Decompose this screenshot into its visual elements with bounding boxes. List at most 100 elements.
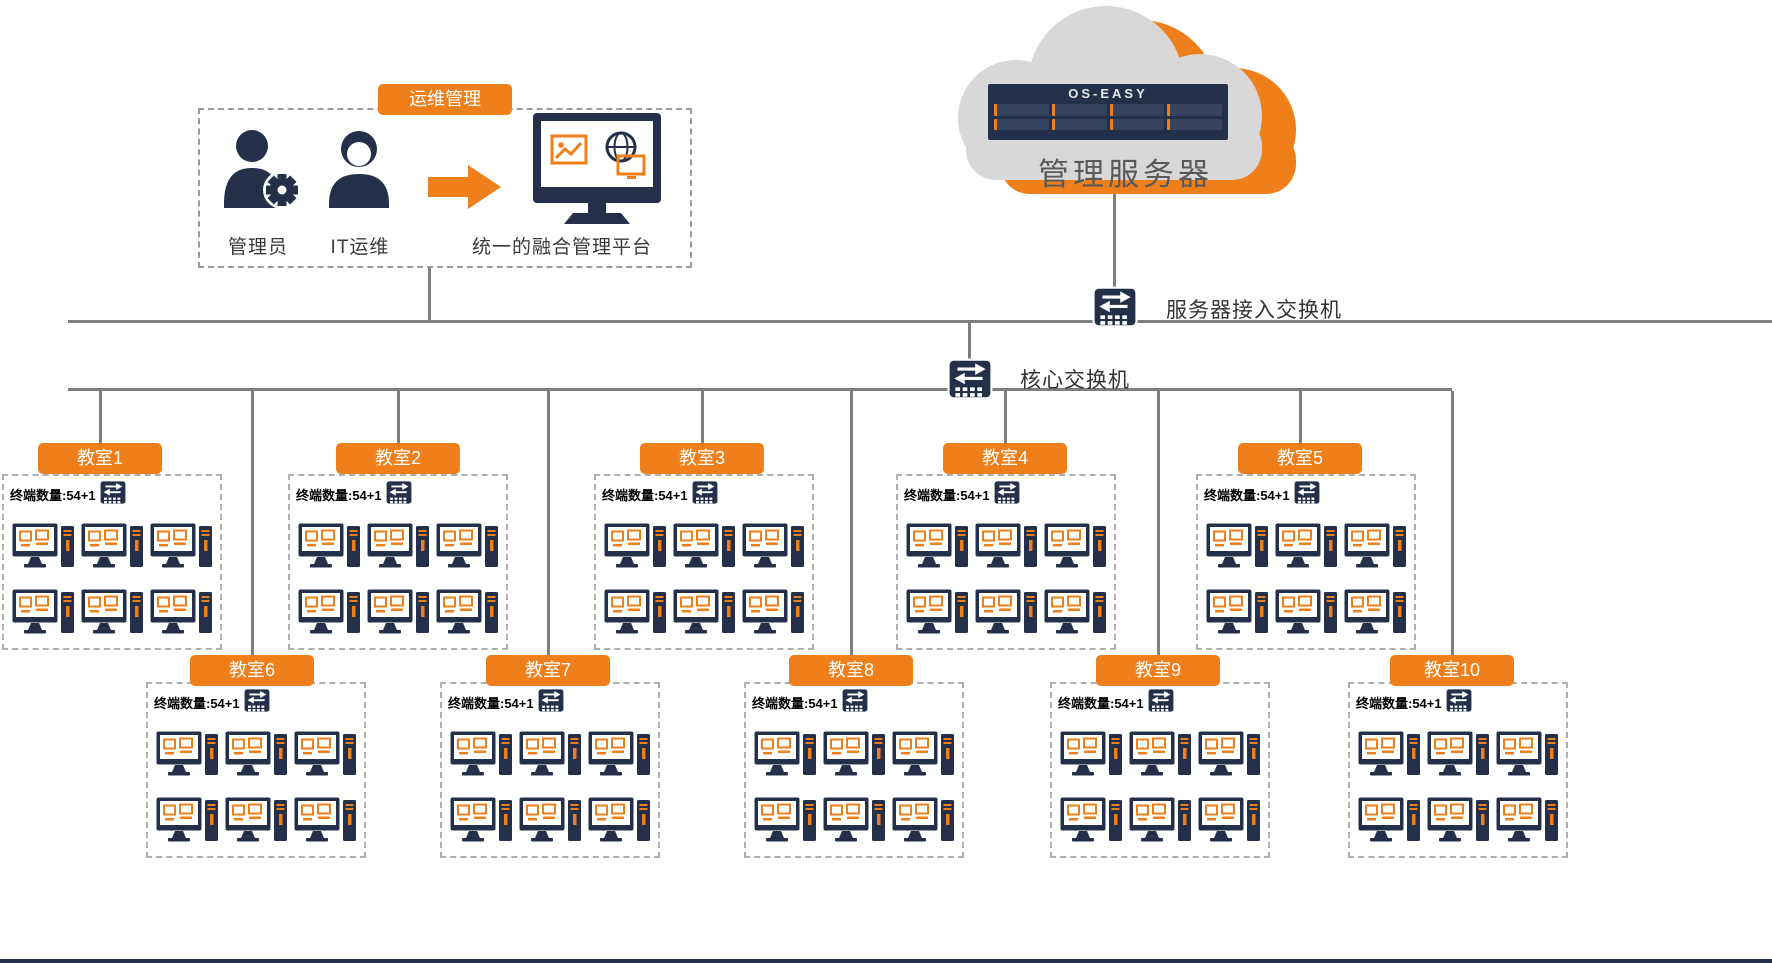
desktop-pc-icon bbox=[588, 730, 651, 782]
desktop-pc-icon bbox=[823, 796, 885, 848]
desktop-pc-glyph bbox=[754, 731, 816, 776]
desktop-pc-glyph bbox=[294, 797, 357, 842]
desktop-pc-glyph bbox=[298, 523, 360, 568]
desktop-pc-glyph bbox=[588, 731, 651, 776]
access-switch-label: 服务器接入交换机 bbox=[1166, 299, 1342, 322]
desktop-pc-glyph bbox=[892, 731, 955, 776]
classroom-box: 终端数量:54+1 bbox=[1050, 682, 1270, 858]
desktop-pc-icon bbox=[156, 796, 218, 848]
desktop-pc-glyph bbox=[1427, 731, 1489, 776]
desktop-pc-glyph bbox=[1344, 589, 1407, 634]
desktop-pc-icon bbox=[1129, 730, 1191, 782]
desktop-pc-icon bbox=[519, 730, 581, 782]
drive-bay bbox=[1167, 118, 1222, 130]
server-rack: OS-EASY bbox=[988, 84, 1228, 140]
desktop-pc-icon bbox=[450, 730, 512, 782]
terminal-count-label: 终端数量:54+1 bbox=[154, 696, 240, 711]
it-staff-icon bbox=[329, 131, 389, 208]
terminal-count-label: 终端数量:54+1 bbox=[602, 488, 688, 503]
core-link-line bbox=[968, 322, 971, 388]
pc-grid bbox=[446, 724, 654, 854]
desktop-pc-icon bbox=[1275, 588, 1337, 640]
classroom-link-line bbox=[1157, 391, 1160, 655]
desktop-pc-glyph bbox=[604, 589, 666, 634]
bottom-border bbox=[0, 959, 1772, 963]
desktop-pc-glyph bbox=[150, 523, 213, 568]
desktop-pc-glyph bbox=[906, 523, 968, 568]
drive-bay bbox=[1109, 118, 1165, 130]
desktop-pc-glyph bbox=[1060, 731, 1122, 776]
desktop-pc-icon bbox=[892, 796, 955, 848]
classroom-box: 终端数量:54+1 bbox=[2, 474, 222, 650]
pc-grid bbox=[1202, 516, 1410, 646]
admin-person-icon bbox=[224, 130, 301, 209]
desktop-pc-glyph bbox=[1496, 797, 1559, 842]
desktop-pc-icon bbox=[754, 796, 816, 848]
desktop-pc-glyph bbox=[1358, 797, 1420, 842]
desktop-pc-glyph bbox=[975, 589, 1037, 634]
desktop-pc-icon bbox=[1206, 588, 1268, 640]
classroom-switch-icon bbox=[993, 479, 1021, 506]
desktop-pc-glyph bbox=[225, 731, 287, 776]
desktop-pc-glyph bbox=[1198, 731, 1261, 776]
classroom-link-line bbox=[397, 391, 400, 443]
desktop-pc-glyph bbox=[1060, 797, 1122, 842]
bus-line-top bbox=[68, 320, 1772, 323]
desktop-pc-glyph bbox=[150, 589, 213, 634]
pc-grid bbox=[8, 516, 216, 646]
desktop-pc-icon bbox=[150, 522, 213, 574]
desktop-pc-icon bbox=[673, 522, 735, 574]
desktop-pc-glyph bbox=[81, 523, 143, 568]
desktop-pc-glyph bbox=[436, 523, 499, 568]
desktop-pc-icon bbox=[436, 522, 499, 574]
desktop-pc-glyph bbox=[1129, 797, 1191, 842]
desktop-pc-glyph bbox=[81, 589, 143, 634]
classroom-link-line bbox=[701, 391, 704, 443]
desktop-pc-icon bbox=[1358, 796, 1420, 848]
desktop-pc-glyph bbox=[1206, 523, 1268, 568]
server-drive-bays bbox=[988, 104, 1228, 135]
it-label: IT运维 bbox=[330, 237, 390, 258]
desktop-pc-glyph bbox=[225, 797, 287, 842]
classroom-banner: 教室3 bbox=[640, 443, 764, 474]
terminal-count-label: 终端数量:54+1 bbox=[448, 696, 534, 711]
desktop-pc-icon bbox=[225, 730, 287, 782]
desktop-pc-glyph bbox=[450, 797, 512, 842]
classroom-banner: 教室4 bbox=[943, 443, 1067, 474]
desktop-pc-glyph bbox=[1496, 731, 1559, 776]
network-switch-glyph bbox=[1445, 688, 1473, 713]
desktop-pc-glyph bbox=[294, 731, 357, 776]
desktop-pc-icon bbox=[604, 588, 666, 640]
classroom-box: 终端数量:54+1 bbox=[1348, 682, 1568, 858]
desktop-pc-icon bbox=[975, 588, 1037, 640]
drive-bay bbox=[994, 104, 1049, 116]
desktop-pc-icon bbox=[1275, 522, 1337, 574]
drive-bay bbox=[1109, 104, 1165, 116]
desktop-pc-glyph bbox=[742, 523, 805, 568]
classroom-box: 终端数量:54+1 bbox=[146, 682, 366, 858]
desktop-pc-icon bbox=[742, 522, 805, 574]
desktop-pc-icon bbox=[1427, 730, 1489, 782]
desktop-pc-icon bbox=[1496, 796, 1559, 848]
terminal-count-label: 终端数量:54+1 bbox=[296, 488, 382, 503]
pc-grid bbox=[152, 724, 360, 854]
classroom-link-line bbox=[251, 391, 254, 655]
desktop-pc-glyph bbox=[1344, 523, 1407, 568]
classroom-switch-icon bbox=[841, 687, 869, 714]
desktop-pc-glyph bbox=[673, 523, 735, 568]
desktop-pc-glyph bbox=[754, 797, 816, 842]
desktop-pc-glyph bbox=[1275, 523, 1337, 568]
network-switch-glyph bbox=[385, 480, 413, 505]
drive-bay bbox=[1051, 118, 1107, 130]
classroom-switch-icon bbox=[385, 479, 413, 506]
desktop-pc-icon bbox=[1427, 796, 1489, 848]
management-platform-icon bbox=[533, 113, 661, 224]
terminal-count-label: 终端数量:54+1 bbox=[10, 488, 96, 503]
desktop-pc-glyph bbox=[367, 523, 429, 568]
pc-grid bbox=[750, 724, 958, 854]
ops-banner: 运维管理 bbox=[378, 84, 512, 115]
network-switch-glyph bbox=[1092, 286, 1138, 328]
network-switch-glyph bbox=[99, 480, 127, 505]
desktop-pc-icon bbox=[906, 522, 968, 574]
